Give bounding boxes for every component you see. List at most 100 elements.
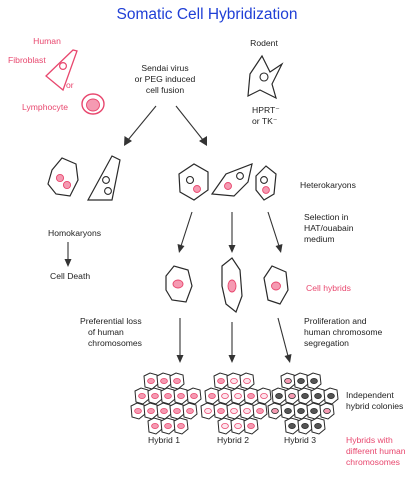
hybrid-3-label: Hybrid 3 [284,435,316,445]
proliferation-line-3: segregation [304,338,349,348]
heterokaryons-label: Heterokaryons [300,180,356,190]
colony-cell-nucleus [138,392,146,399]
colony-cell-nucleus [164,422,172,429]
colony-cell-nucleus [217,377,225,384]
colony-cell-nucleus [177,392,185,399]
colony-cell-nucleus [288,422,296,429]
colony-cell-nucleus [147,407,155,414]
colony-cell-nucleus [314,392,322,399]
colony-cell-nucleus [186,407,194,414]
hybrid-cell-2-icon [221,257,243,313]
arrow-to-heterokaryons [175,105,207,146]
cell-death-label: Cell Death [50,271,90,281]
colony-cell-nucleus [256,407,264,414]
colony-cell-nucleus [208,392,216,399]
diagram-title: Somatic Cell Hybridization [117,6,298,23]
colony-cell-nucleus [147,377,155,384]
colony-cell-nucleus [275,392,283,399]
or-label: or [66,80,74,90]
fusion-line-3: cell fusion [146,85,184,95]
hybrid-2-label: Hybrid 2 [217,435,249,445]
proliferation-line-1: Proliferation and [304,316,367,326]
tk-label: or TK⁻ [252,116,278,126]
colony-cell-nucleus [173,407,181,414]
colony-cell-nucleus [260,392,268,399]
proliferation-line-2: human chromosome [304,327,383,337]
colony-cell-nucleus [247,422,255,429]
colony-cell-nucleus [243,377,251,384]
colony-cell-nucleus [310,377,318,384]
colony-cell-nucleus [217,407,225,414]
colony-cell-nucleus [134,407,142,414]
homokaryon-human-cell-icon [47,157,79,197]
colony-cell-nucleus [284,377,292,384]
colony-cell-nucleus [288,392,296,399]
arrow-selection-2 [228,212,236,253]
colony-cell-nucleus [160,377,168,384]
preferential-loss-line-2: of human [88,327,124,337]
lymphocyte-label: Lymphocyte [22,102,68,112]
hybrid-cell-1-icon [165,265,193,303]
colony-cell-nucleus [323,407,331,414]
arrow-to-cell-death [64,242,72,267]
different-line-3: chromosomes [346,457,400,467]
colony-cell-nucleus [173,377,181,384]
colony-cell-nucleus [221,392,229,399]
colony-cell-nucleus [301,422,309,429]
arrow-to-homokaryons [124,105,157,146]
colony-cell-nucleus [234,422,242,429]
cell-hybrids-label: Cell hybrids [306,283,351,293]
colony-cell-nucleus [327,392,335,399]
arrow-selection-1 [177,211,193,253]
selection-line-2: HAT/ouabain [304,223,354,233]
fusion-line-1: Sendai virus [141,63,188,73]
hybrid-1-label: Hybrid 1 [148,435,180,445]
colony-cell-nucleus [297,407,305,414]
colony-cell-nucleus [314,422,322,429]
heterokaryon-cell-2-icon [210,163,253,197]
colony-cell-nucleus [301,392,309,399]
colony-cell-nucleus [177,422,185,429]
heterokaryon-cell-3-icon [255,165,277,201]
lymphocyte-cell-icon [81,93,105,115]
independent-line-2: hybrid colonies [346,401,403,411]
colony-cell-nucleus [234,392,242,399]
colony-cell-nucleus [271,407,279,414]
human-label: Human [33,36,61,46]
colony-cell-nucleus [160,407,168,414]
fibroblast-label: Fibroblast [8,55,46,65]
hybrid-cell-3-icon [263,265,289,305]
selection-line-3: medium [304,234,335,244]
hprt-label: HPRT⁻ [252,105,280,115]
colony-cell-nucleus [230,377,238,384]
independent-line-1: Independent [346,390,394,400]
colony-cell-nucleus [221,422,229,429]
colony-cell-nucleus [230,407,238,414]
different-line-2: different human [346,446,406,456]
colony-cell-nucleus [151,392,159,399]
homokaryon-rodent-cell-icon [86,155,121,201]
colony-cell-nucleus [284,407,292,414]
hybrid-colony-1-icon [130,372,202,435]
arrow-proliferation-2 [228,322,236,363]
colony-cell-nucleus [190,392,198,399]
preferential-loss-line-3: chromosomes [88,338,142,348]
fibroblast-cell-icon [45,49,78,92]
homokaryons-label: Homokaryons [48,228,101,238]
arrow-proliferation-1 [176,318,184,363]
rodent-cell-icon [247,54,284,100]
colony-cell-nucleus [164,392,172,399]
selection-line-1: Selection in [304,212,349,222]
preferential-loss-line-1: Preferential loss [80,316,142,326]
colony-cell-nucleus [297,377,305,384]
heterokaryon-cell-1-icon [178,163,209,201]
arrow-selection-3 [267,211,283,253]
hybrid-colony-3-icon [267,372,339,435]
arrow-proliferation-3 [277,317,292,363]
colony-cell-nucleus [310,407,318,414]
different-line-1: Hybrids with [346,435,393,445]
fusion-line-2: or PEG induced [135,74,196,84]
colony-cell-nucleus [204,407,212,414]
colony-cell-nucleus [247,392,255,399]
